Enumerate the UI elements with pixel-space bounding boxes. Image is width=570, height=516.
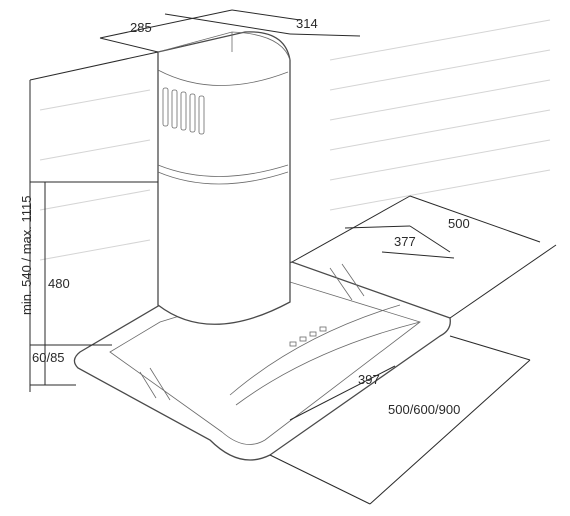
wall-hatch xyxy=(39,19,551,261)
dimension-top xyxy=(29,9,361,81)
control-button-2 xyxy=(299,336,307,342)
control-button-1 xyxy=(289,341,297,347)
dimension-right xyxy=(269,195,557,505)
label-glass-width-inner: 377 xyxy=(394,234,416,249)
dimension-left xyxy=(29,80,158,392)
label-hood-width: 500/600/900 xyxy=(388,402,460,417)
label-chimney-height: 480 xyxy=(48,276,70,291)
label-canopy-height: 60/85 xyxy=(32,350,65,365)
label-total-height: min. 540 / max. 1115 xyxy=(19,196,34,315)
chimney xyxy=(157,31,291,325)
control-button-4 xyxy=(319,326,327,332)
control-button-3 xyxy=(309,331,317,337)
vent-slots xyxy=(162,87,205,135)
label-top-depth: 285 xyxy=(130,20,152,35)
label-glass-depth: 397 xyxy=(358,372,380,387)
label-glass-width-outer: 500 xyxy=(448,216,470,231)
label-top-width: 314 xyxy=(296,16,318,31)
